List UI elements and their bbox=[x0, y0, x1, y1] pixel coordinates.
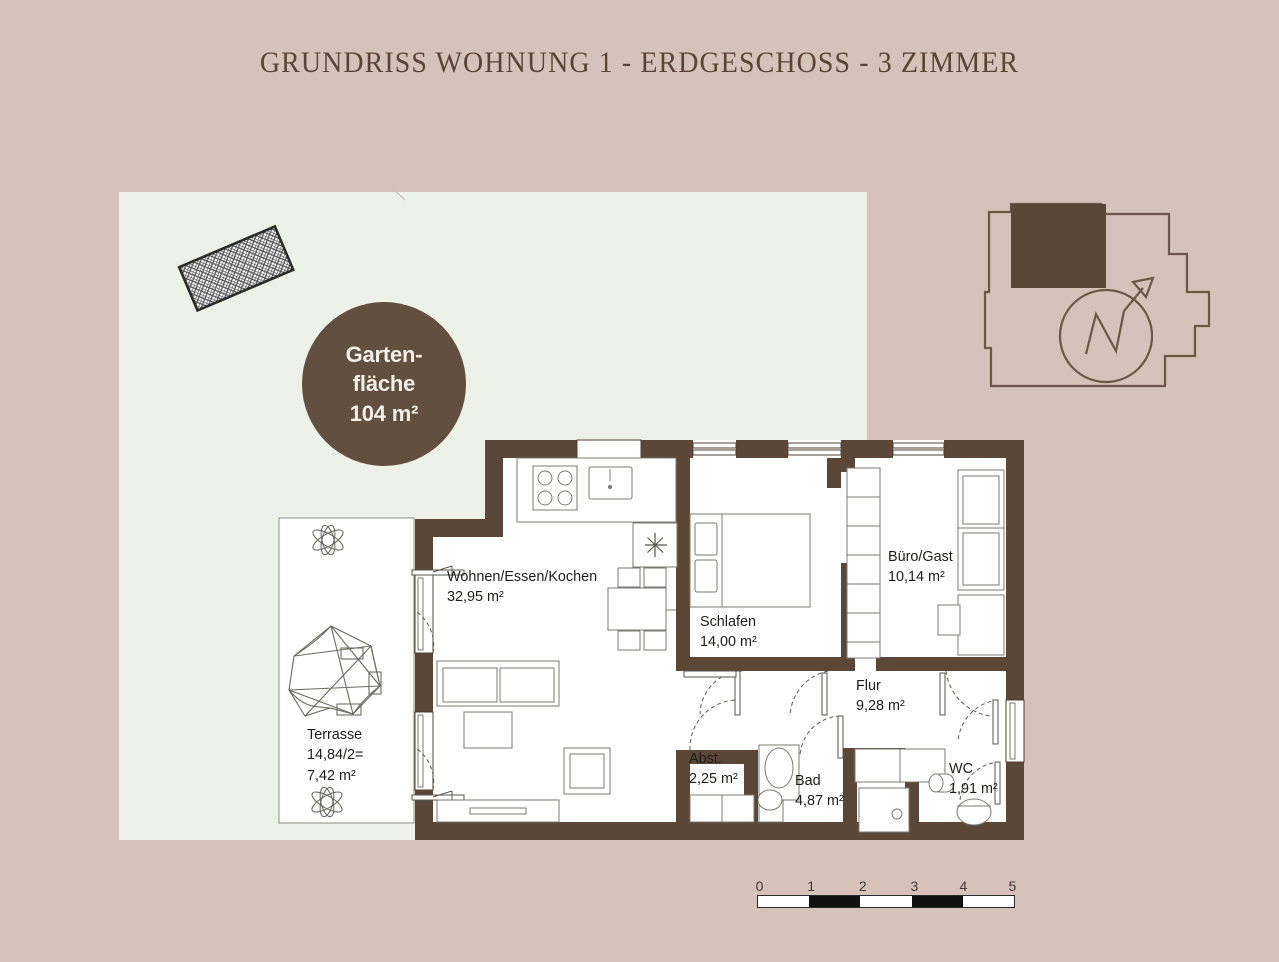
room-name: WC bbox=[949, 761, 973, 777]
room-name: Schlafen bbox=[700, 614, 757, 630]
living-furniture bbox=[436, 660, 611, 823]
room-area: 32,95 m² bbox=[447, 589, 504, 606]
scale-bar-widget: 0 1 2 3 4 5 bbox=[755, 878, 1017, 908]
site-plan-key bbox=[983, 202, 1211, 388]
room-name: Abst. bbox=[689, 751, 722, 767]
scale-tick: 0 bbox=[755, 878, 764, 894]
scale-segment bbox=[809, 896, 861, 907]
garden-badge-line2: fläche bbox=[352, 371, 416, 397]
dining-set bbox=[607, 567, 667, 651]
room-area: 14,00 m² bbox=[700, 634, 757, 651]
scale-segment bbox=[758, 896, 810, 907]
compass-icon bbox=[1058, 276, 1155, 384]
hob-star-icon bbox=[645, 533, 667, 557]
plant-icon-top bbox=[312, 524, 344, 556]
room-area-result: 7,42 m² bbox=[307, 767, 356, 784]
scale-segment bbox=[911, 896, 963, 907]
bedroom-furniture bbox=[689, 513, 811, 608]
scale-tick: 3 bbox=[910, 878, 919, 894]
room-area: 14,84/2= bbox=[307, 747, 364, 764]
bathroom-fixtures bbox=[757, 744, 910, 833]
scale-bar bbox=[757, 895, 1015, 908]
scale-tick-labels: 0 1 2 3 4 5 bbox=[755, 878, 1017, 895]
garden-badge-line1: Garten- bbox=[345, 341, 423, 367]
room-name: Wohnen/Essen/Kochen bbox=[447, 569, 598, 585]
room-area: 4,87 m² bbox=[795, 793, 844, 810]
scale-segment bbox=[860, 896, 912, 907]
wc-fixtures bbox=[928, 773, 992, 826]
garden-area-badge: Garten- fläche 104 m² bbox=[302, 302, 466, 466]
flur-cabinets bbox=[854, 748, 946, 783]
hall-wardrobe bbox=[846, 467, 881, 659]
room-name: Büro/Gast bbox=[888, 549, 953, 565]
room-label-buero-gast: Büro/Gast 10,14 m² bbox=[888, 547, 953, 588]
room-label-terrasse: Terrasse 14,84/2= 7,42 m² bbox=[307, 725, 363, 786]
schlafen-sill bbox=[683, 670, 737, 678]
highlighted-unit bbox=[1011, 204, 1106, 288]
room-area: 1,91 m² bbox=[949, 781, 998, 798]
room-name: Flur bbox=[856, 678, 881, 694]
garden-stray-line bbox=[391, 187, 406, 201]
room-area: 9,28 m² bbox=[856, 698, 905, 715]
door-leaves bbox=[734, 670, 1001, 805]
storage-shelves bbox=[689, 794, 755, 823]
plant-icon-bottom bbox=[311, 786, 343, 818]
scale-tick: 4 bbox=[959, 878, 968, 894]
kitchen-furniture bbox=[516, 457, 678, 611]
right-wall-opening bbox=[1005, 699, 1025, 763]
room-label-abst: Abst. 2,25 m² bbox=[689, 749, 738, 790]
room-label-bad: Bad 4,87 m² bbox=[795, 771, 844, 812]
office-furniture bbox=[937, 469, 1005, 656]
room-name: Terrasse bbox=[307, 727, 363, 743]
garden-hatched-object bbox=[177, 224, 295, 313]
scale-segment bbox=[962, 896, 1015, 907]
terrace-area bbox=[278, 517, 415, 824]
patio-door-tracks bbox=[411, 565, 465, 803]
left-wall-openings bbox=[414, 574, 434, 791]
scale-tick: 2 bbox=[858, 878, 867, 894]
page-title: GRUNDRISS WOHNUNG 1 - ERDGESCHOSS - 3 ZI… bbox=[259, 46, 1020, 79]
room-name: Bad bbox=[795, 773, 821, 789]
room-label-wohnen: Wohnen/Essen/Kochen 32,95 m² bbox=[447, 567, 597, 608]
room-label-flur: Flur 9,28 m² bbox=[856, 676, 905, 717]
scale-tick: 1 bbox=[807, 878, 816, 894]
top-wall-with-windows bbox=[503, 439, 1024, 459]
room-label-wc: WC 1,91 m² bbox=[949, 759, 998, 800]
room-area: 10,14 m² bbox=[888, 569, 945, 586]
room-area: 2,25 m² bbox=[689, 771, 738, 788]
parasol-icon bbox=[288, 625, 382, 717]
garden-badge-line3: 104 m² bbox=[349, 400, 419, 426]
room-label-schlafen: Schlafen 14,00 m² bbox=[700, 612, 757, 653]
door-swings bbox=[415, 611, 1001, 801]
scale-tick: 5 bbox=[1008, 878, 1017, 894]
